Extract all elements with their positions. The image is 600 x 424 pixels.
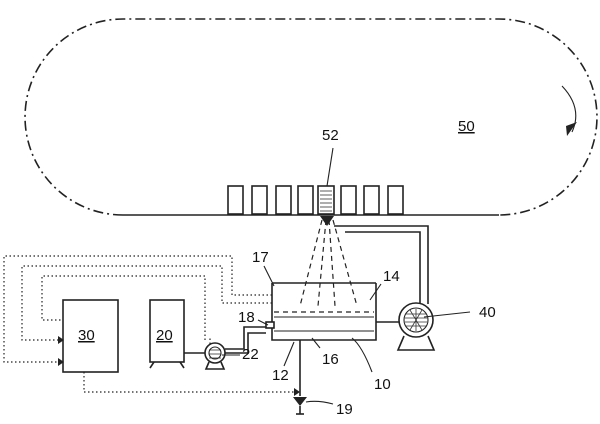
workpiece	[251, 185, 268, 215]
workpiece-treated-hatching	[320, 190, 332, 212]
pipe-pump-to-tank-2	[225, 326, 266, 350]
spray-lines	[299, 219, 358, 307]
label-40: 40	[479, 304, 496, 321]
signal-line-middle	[21, 265, 272, 341]
direction-arrow	[561, 85, 577, 133]
workpiece	[363, 185, 380, 215]
workpiece	[227, 185, 244, 215]
leader-40	[423, 311, 471, 318]
container-20	[149, 299, 185, 363]
label-20: 20	[156, 327, 173, 344]
label-14: 14	[383, 268, 400, 285]
nozzle-wedge	[320, 216, 334, 226]
leader-10	[351, 337, 373, 373]
workpiece	[275, 185, 292, 215]
conveyor-loop	[24, 18, 598, 216]
signal-line-outer	[3, 255, 272, 363]
leader-14	[369, 283, 382, 301]
pipe-blower-return	[334, 225, 429, 304]
arrowhead	[58, 336, 64, 344]
workpiece	[387, 185, 404, 215]
label-12: 12	[272, 367, 289, 384]
signal-line-valve	[83, 372, 294, 393]
pump-22	[204, 342, 226, 370]
tank-body	[271, 283, 377, 341]
controller-30	[62, 299, 119, 373]
drain-valve	[293, 397, 307, 406]
label-16: 16	[322, 351, 339, 368]
workpiece-treated	[317, 185, 335, 215]
arrowhead	[58, 358, 64, 366]
direction-arrowhead	[566, 122, 577, 136]
label-19: 19	[336, 401, 353, 418]
leader-16	[311, 337, 321, 349]
label-52: 52	[322, 127, 339, 144]
level-sensor	[265, 321, 275, 329]
leader-18	[257, 319, 269, 326]
label-22: 22	[242, 346, 259, 363]
arrowhead	[294, 388, 300, 396]
label-50: 50	[458, 118, 475, 135]
label-30: 30	[78, 327, 95, 344]
blower-40	[396, 302, 436, 351]
label-10: 10	[374, 376, 391, 393]
leader-19	[305, 400, 334, 405]
workpiece	[340, 185, 357, 215]
leader-12	[283, 341, 295, 367]
label-17: 17	[252, 249, 269, 266]
pipe-blower-return-inner	[345, 231, 421, 304]
leader-52	[326, 147, 334, 187]
leader-17	[263, 265, 275, 287]
label-18: 18	[238, 309, 255, 326]
workpiece-row	[227, 185, 404, 215]
workpiece	[297, 185, 314, 215]
container-20-legs	[149, 361, 185, 369]
pipe-pump-to-tank	[225, 332, 266, 354]
